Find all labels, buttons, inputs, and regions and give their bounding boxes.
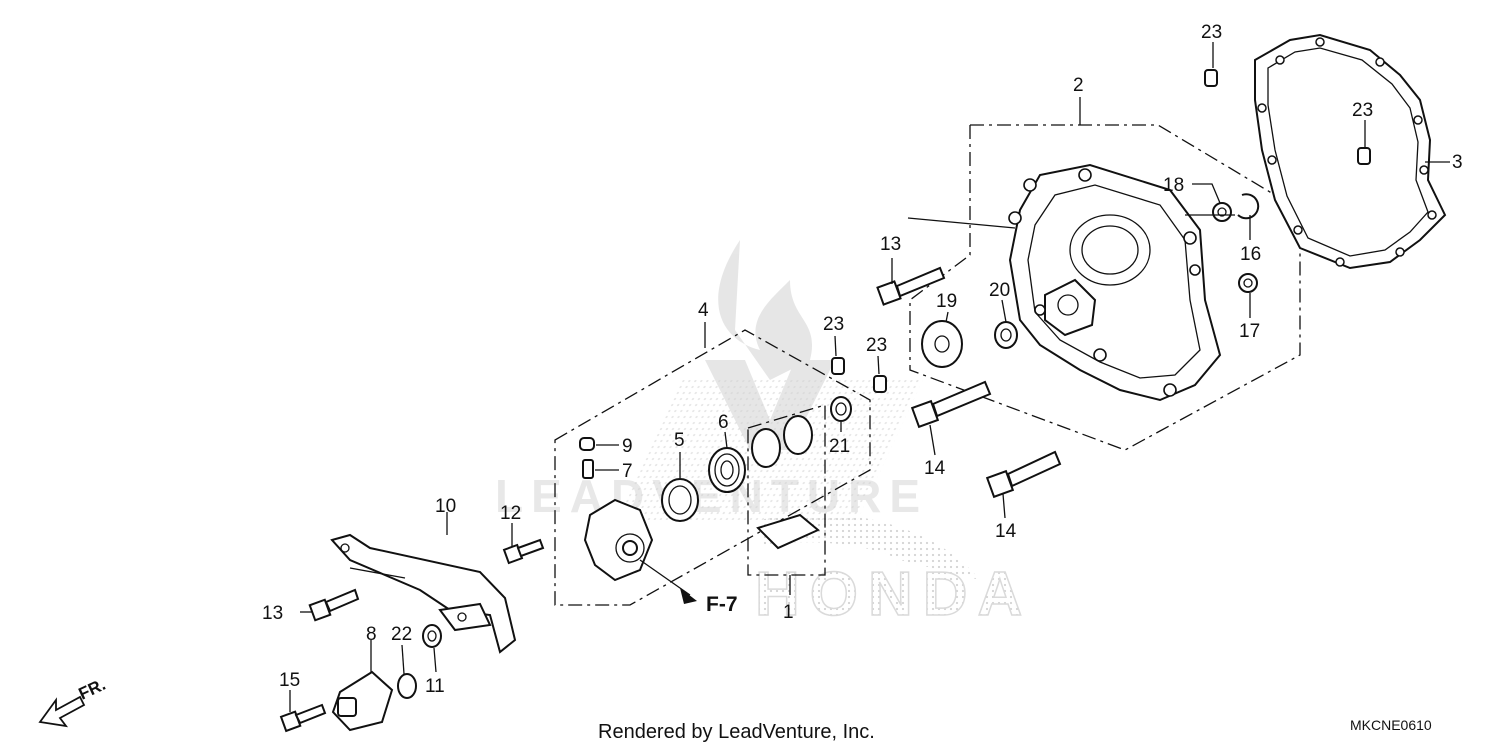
label-15: 15 (279, 670, 300, 691)
cover-part (1008, 163, 1222, 402)
piston-5 (661, 478, 699, 522)
bleeder-7 (582, 459, 594, 479)
leader-lines (289, 42, 1450, 712)
label-23-b: 23 (1352, 100, 1373, 121)
label-3: 3 (1452, 152, 1463, 173)
label-13-top: 13 (880, 234, 901, 255)
seal-18 (1212, 202, 1232, 222)
cap-9 (579, 437, 595, 451)
bolt-14-b (985, 450, 1062, 499)
part-labels: 1 2 3 4 5 6 7 8 9 10 11 12 13 13 14 14 1… (262, 22, 1463, 697)
label-8: 8 (366, 624, 377, 645)
seal-17 (1238, 273, 1258, 293)
sensor-part (331, 624, 442, 732)
label-23-c: 23 (823, 314, 844, 335)
diagram-code: MKCNE0610 (1350, 717, 1432, 733)
grommet-11 (422, 624, 442, 648)
label-11: 11 (425, 676, 445, 697)
footer-credit: Rendered by LeadVenture, Inc. (598, 721, 875, 743)
section-reference[interactable]: F-7 (706, 593, 738, 616)
label-22: 22 (391, 624, 412, 645)
watermark-brand: HONDA (755, 560, 1032, 629)
label-18: 18 (1163, 175, 1184, 196)
dowel-pins (831, 69, 1371, 393)
front-direction: FR. (38, 675, 109, 728)
dowel-23-c (831, 357, 845, 375)
bolt-13-bottom (308, 588, 360, 622)
label-14-a: 14 (924, 458, 946, 479)
label-23-a: 23 (1201, 22, 1222, 43)
spring-6 (708, 447, 746, 493)
label-16: 16 (1240, 244, 1261, 265)
bolts (279, 266, 1062, 733)
label-4: 4 (698, 300, 709, 321)
cylinder-body (579, 437, 654, 582)
bolt-15 (279, 703, 327, 733)
oring-set-1 (751, 415, 820, 550)
circlip-16 (1237, 193, 1260, 220)
seal-21 (830, 396, 852, 422)
seals-bearings (661, 193, 1260, 550)
label-1: 1 (783, 602, 794, 623)
bolt-13-top (876, 266, 946, 306)
label-5: 5 (674, 430, 685, 451)
label-12: 12 (500, 503, 521, 524)
gasket-part (1254, 33, 1447, 270)
label-13-bottom: 13 (262, 603, 283, 624)
label-19: 19 (936, 291, 957, 312)
direction-arrow-icon (38, 695, 86, 728)
assembly-outlines (554, 97, 1301, 606)
arrow-icon (680, 588, 697, 604)
label-2: 2 (1073, 75, 1084, 96)
bearing-20 (994, 321, 1018, 349)
oring-22 (397, 673, 417, 699)
bracket-part (330, 533, 517, 654)
bolt-12 (502, 538, 545, 565)
label-6: 6 (718, 412, 729, 433)
label-7: 7 (622, 461, 633, 482)
gear-19 (921, 320, 963, 368)
dowel-23-d (873, 375, 887, 393)
label-9: 9 (622, 436, 633, 457)
label-21: 21 (829, 436, 850, 457)
dowel-23-a (1204, 69, 1218, 87)
dowel-23-b (1357, 147, 1371, 165)
bolt-14-a (910, 380, 992, 429)
label-14-b: 14 (995, 521, 1017, 542)
label-23-d: 23 (866, 335, 887, 356)
label-10: 10 (435, 496, 456, 517)
label-17: 17 (1239, 321, 1260, 342)
label-20: 20 (989, 280, 1010, 301)
